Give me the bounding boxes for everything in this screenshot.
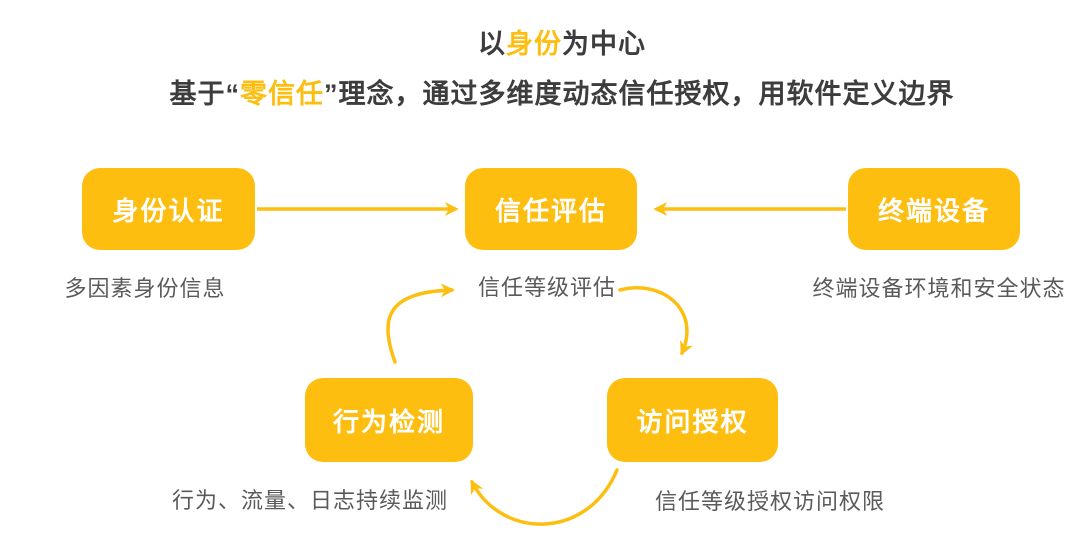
caption-terminal-device: 终端设备环境和安全状态 xyxy=(812,276,1066,301)
node-terminal-device: 终端设备 xyxy=(848,168,1020,250)
arc-behavior-to-trust xyxy=(386,283,455,364)
arc-access-to-behavior xyxy=(470,468,619,526)
node-identity-auth: 身份认证 xyxy=(82,168,255,250)
page-title: 以身份为中心 xyxy=(44,22,1080,61)
subtitle-highlight: 零信任 xyxy=(240,79,324,109)
page-subtitle: 基于“零信任”理念，通过多维度动态信任授权，用软件定义边界 xyxy=(44,72,1080,111)
title-text-suffix: 为中心 xyxy=(562,29,646,59)
title-highlight: 身份 xyxy=(506,29,562,59)
subtitle-text-prefix: 基于“ xyxy=(169,79,240,109)
node-access-auth: 访问授权 xyxy=(607,378,778,462)
caption-identity-auth: 多因素身份信息 xyxy=(64,276,226,301)
arc-trust-to-access xyxy=(618,286,693,356)
node-trust-eval: 信任评估 xyxy=(465,168,637,250)
caption-behavior-detect: 行为、流量、日志持续监测 xyxy=(171,488,449,513)
title-text-prefix: 以 xyxy=(478,29,506,59)
node-behavior-detect: 行为检测 xyxy=(305,378,473,462)
caption-trust-eval: 信任等级评估 xyxy=(477,275,617,300)
caption-access-auth: 信任等级授权访问权限 xyxy=(654,489,886,514)
subtitle-text-suffix: ”理念，通过多维度动态信任授权，用软件定义边界 xyxy=(324,79,955,109)
